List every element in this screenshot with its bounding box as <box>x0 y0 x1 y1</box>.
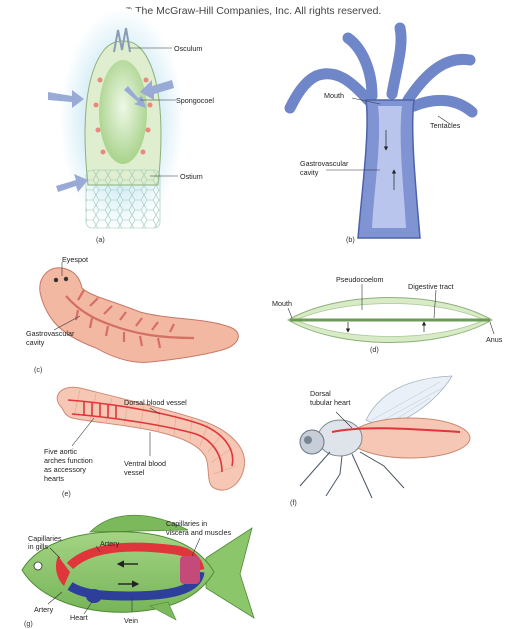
fish-heart <box>86 589 102 603</box>
dorsal-vessel-label: Dorsal blood vessel <box>124 398 187 407</box>
nematode-digestive-tract-label: Digestive tract <box>408 282 454 291</box>
nematode-pseudocoelom-label: Pseudocoelom <box>336 275 384 284</box>
fish-visceral-capillaries <box>180 556 200 584</box>
insect-heart-label-1: Dorsal <box>310 389 331 398</box>
flatworm-eyespot-left <box>54 278 58 282</box>
panel-b-hydra: Mouth Tentacles Gastrovascular cavity (b… <box>290 28 472 244</box>
hydra-tentacle-right2 <box>414 100 472 112</box>
osculum-label: Osculum <box>174 44 202 53</box>
flatworm-eyespot-label: Eyespot <box>62 255 88 264</box>
panel-f-insect: Dorsal tubular heart (f) <box>290 376 470 507</box>
hydra-tentacle-mid <box>392 28 401 94</box>
aortic-arches-label-3: as accessory <box>44 465 86 474</box>
insect-thorax <box>318 420 362 456</box>
insect-head <box>300 430 324 454</box>
panel-a-sponge: Osculum Spongocoel Ostium (a) <box>48 8 214 244</box>
flatworm-eyespot-right <box>64 277 68 281</box>
fish-heart-label: Heart <box>70 613 88 622</box>
hydra-mouth-label: Mouth <box>324 91 344 100</box>
sponge-base <box>86 170 160 228</box>
hydra-gv-label-2: cavity <box>300 168 319 177</box>
flatworm-gv-label-1: Gastrovascular <box>26 329 75 338</box>
spongocoel-chamber <box>99 60 147 164</box>
aortic-arches-label-4: hearts <box>44 474 64 483</box>
panel-c-caption: (c) <box>34 365 42 374</box>
panel-f-caption: (f) <box>290 498 297 507</box>
flatworm-gv-label-2: cavity <box>26 338 45 347</box>
insect-eye <box>304 436 312 444</box>
panel-g-caption: (g) <box>24 619 33 628</box>
panel-b-caption: (b) <box>346 235 355 244</box>
panel-g-fish: Capillaries in gills Artery Capillaries … <box>22 515 254 628</box>
panel-a-caption: (a) <box>96 235 105 244</box>
insect-heart-label-2: tubular heart <box>310 398 350 407</box>
fish-gill-capillaries-label-2: in gills <box>28 542 48 551</box>
flatworm-body <box>40 268 239 363</box>
panel-d-caption: (d) <box>370 345 379 354</box>
insect-legs <box>300 452 404 498</box>
fish-visceral-capillaries-label-2: viscera and muscles <box>166 528 232 537</box>
fish-visceral-capillaries-label-1: Capillaries in <box>166 519 207 528</box>
ventral-vessel-label-2: vessel <box>124 468 145 477</box>
fish-artery-top-label: Artery <box>100 539 120 548</box>
insect-abdomen <box>350 418 470 458</box>
fish-vein-label: Vein <box>124 616 138 625</box>
hydra-tentacle-right <box>408 59 470 100</box>
fish-eye <box>34 562 42 570</box>
ventral-vessel-label-1: Ventral blood <box>124 459 166 468</box>
hydra-gv-label-1: Gastrovascular <box>300 159 349 168</box>
panel-e-earthworm: Dorsal blood vessel Five aortic arches f… <box>44 387 245 498</box>
panel-c-flatworm: Eyespot Gastrovascular cavity (c) <box>26 255 238 374</box>
fish-artery-bottom-label: Artery <box>34 605 54 614</box>
panel-e-caption: (e) <box>62 489 71 498</box>
nematode-mouth-label: Mouth <box>272 299 292 308</box>
copyright-notice: © The McGraw-Hill Companies, Inc. All ri… <box>125 5 382 17</box>
panel-d-nematode: Pseudocoelom Digestive tract Mouth Anus … <box>272 275 503 354</box>
aortic-arches-label-1: Five aortic <box>44 447 78 456</box>
ostium-label: Ostium <box>180 172 203 181</box>
nematode-anus-label: Anus <box>486 335 503 344</box>
aortic-arches-label-2: arches function <box>44 456 93 465</box>
spongocoel-label: Spongocoel <box>176 96 214 105</box>
hydra-tentacles-label: Tentacles <box>430 121 461 130</box>
